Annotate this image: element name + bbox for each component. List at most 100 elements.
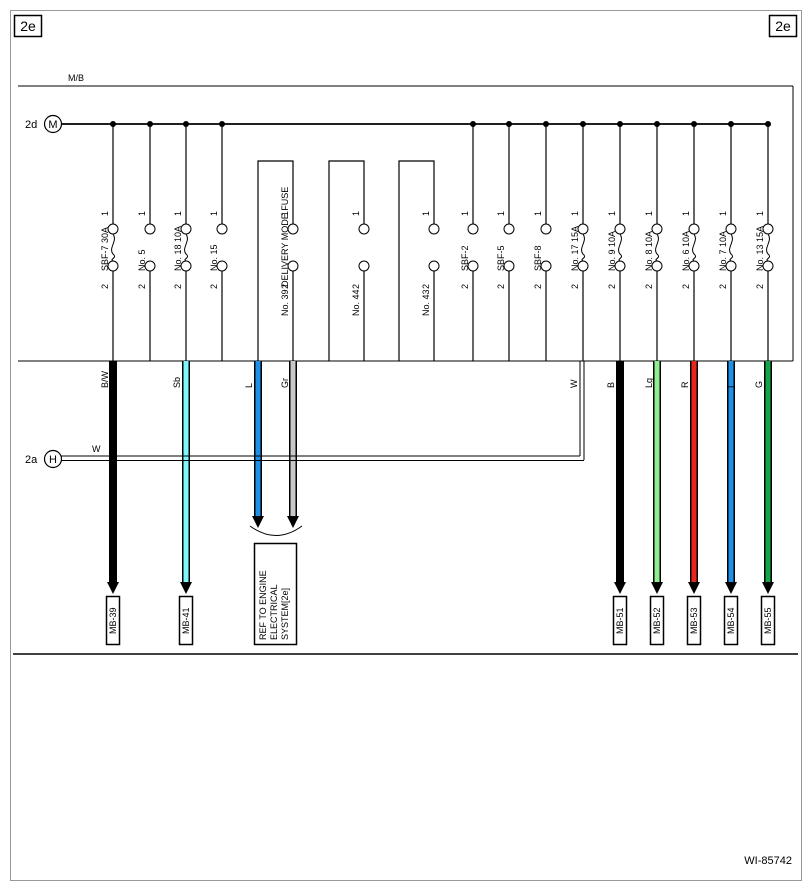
fuse-terminal-top [503, 223, 515, 235]
destination-mb-53: MB-53 [686, 595, 702, 646]
fuse-pin-bottom: 2 [209, 284, 219, 289]
fuse-pin-bottom: 2 [100, 284, 110, 289]
fuse-icon [692, 233, 697, 262]
bus-junction-dot [470, 121, 476, 127]
fuse-terminal-top [428, 223, 440, 235]
bus-junction-dot [506, 121, 512, 127]
fuse-terminal-bottom [144, 260, 156, 272]
connector-top-letter: M [48, 119, 57, 131]
wire-arrow-icon [614, 582, 626, 594]
wire-9: L [725, 361, 737, 594]
fuse-icon [729, 233, 734, 262]
wire-arrow-icon [688, 582, 700, 594]
wire-8: R [680, 361, 700, 594]
fuse-label: SBF-8 [533, 245, 543, 271]
fuse-label: SBF-5 [496, 245, 506, 271]
fuse-pin-top: 1 [496, 211, 506, 216]
bus-junction-dot [765, 121, 771, 127]
bus-junction-dot [110, 121, 116, 127]
fuse-16: No. 13 15A 1 2 [755, 121, 774, 361]
bus-junction-dot [691, 121, 697, 127]
fuse-label: No. 7 10A [718, 231, 728, 271]
bus-junction-dot [147, 121, 153, 127]
fuse-icon [111, 233, 116, 262]
wire-code: Gr [280, 378, 290, 388]
reference-line-3: SYSTEM[2e] [280, 588, 290, 640]
drawing-id: WI-85742 [744, 855, 792, 867]
reference-line-2: ELECTRICAL [269, 584, 279, 640]
fuse-terminal-bottom [467, 260, 479, 272]
fuse-pin-bottom: 2 [681, 284, 691, 289]
fuse-label: No. 5 [137, 249, 147, 271]
destination-label: MB-39 [108, 607, 118, 634]
wire-arrow-icon [252, 516, 264, 528]
fuse-name: No. 43 [421, 289, 431, 316]
fuse-label: No. 15 [209, 244, 219, 271]
page-label-box-right [768, 14, 798, 38]
fuse-2: No. 512 [137, 121, 156, 361]
fuse-icon [655, 233, 660, 262]
bus-junction-dot [728, 121, 734, 127]
fuse-name: No. 44 [351, 289, 361, 316]
reference-arc [249, 525, 303, 536]
wire-arrow-icon [107, 582, 119, 594]
wire-6: B [606, 361, 626, 594]
fuse-name: SBF-8 [533, 245, 543, 271]
fuse-icon [766, 233, 771, 262]
fuse-name: No. 18 10A [173, 226, 183, 271]
page-frame [10, 10, 802, 881]
fuse-supply-loop [398, 160, 435, 361]
wire-arrow-icon [287, 516, 299, 528]
destination-label: MB-41 [181, 607, 191, 634]
fuse-pin-bottom: 2 [460, 284, 470, 289]
wire-code: R [680, 381, 690, 388]
fuse-terminal-top [144, 223, 156, 235]
wire-code: W [569, 379, 579, 388]
bus-junction-dot [654, 121, 660, 127]
bus-junction-dot [617, 121, 623, 127]
fuse-pin-top: 1 [755, 211, 765, 216]
fuse-icon [184, 233, 189, 262]
destination-box [178, 595, 194, 646]
fuse-pin-bottom: 2 [755, 284, 765, 289]
fuse-label: No. 6 10A [681, 231, 691, 271]
fuse-pin-bottom: 2 [644, 284, 654, 289]
fuse-label: No. 13 15A [755, 226, 765, 271]
wire-3: L [244, 361, 264, 528]
fuse-name: SBF-2 [460, 245, 470, 271]
wire-1: B/W [100, 361, 119, 594]
destination-box [723, 595, 739, 646]
fuse-8: SBF-212 [460, 121, 479, 361]
fuse-name: No. 9 10A [607, 231, 617, 271]
destination-box [649, 595, 665, 646]
wire-arrow-icon [762, 582, 774, 594]
destination-box [612, 595, 628, 646]
destination-mb-41: MB-41 [178, 595, 194, 646]
fuse-pin-top: 1 [718, 211, 728, 216]
destination-label: MB-53 [689, 607, 699, 634]
wire-code: L [727, 383, 737, 388]
fuse-icon [581, 233, 586, 262]
fuse-9: SBF-512 [496, 121, 515, 361]
fuse-name: No. 6 10A [681, 231, 691, 271]
fuse-terminal-top [540, 223, 552, 235]
fuse-name: No. 5 [137, 249, 147, 271]
fuse-label: SBF-7 30A [100, 227, 110, 271]
fuse-terminal-top [216, 223, 228, 235]
wire-code: L [244, 383, 254, 388]
fuse-icon [618, 233, 623, 262]
fuse-terminal-bottom [428, 260, 440, 272]
wire-7: Lg [644, 361, 663, 594]
